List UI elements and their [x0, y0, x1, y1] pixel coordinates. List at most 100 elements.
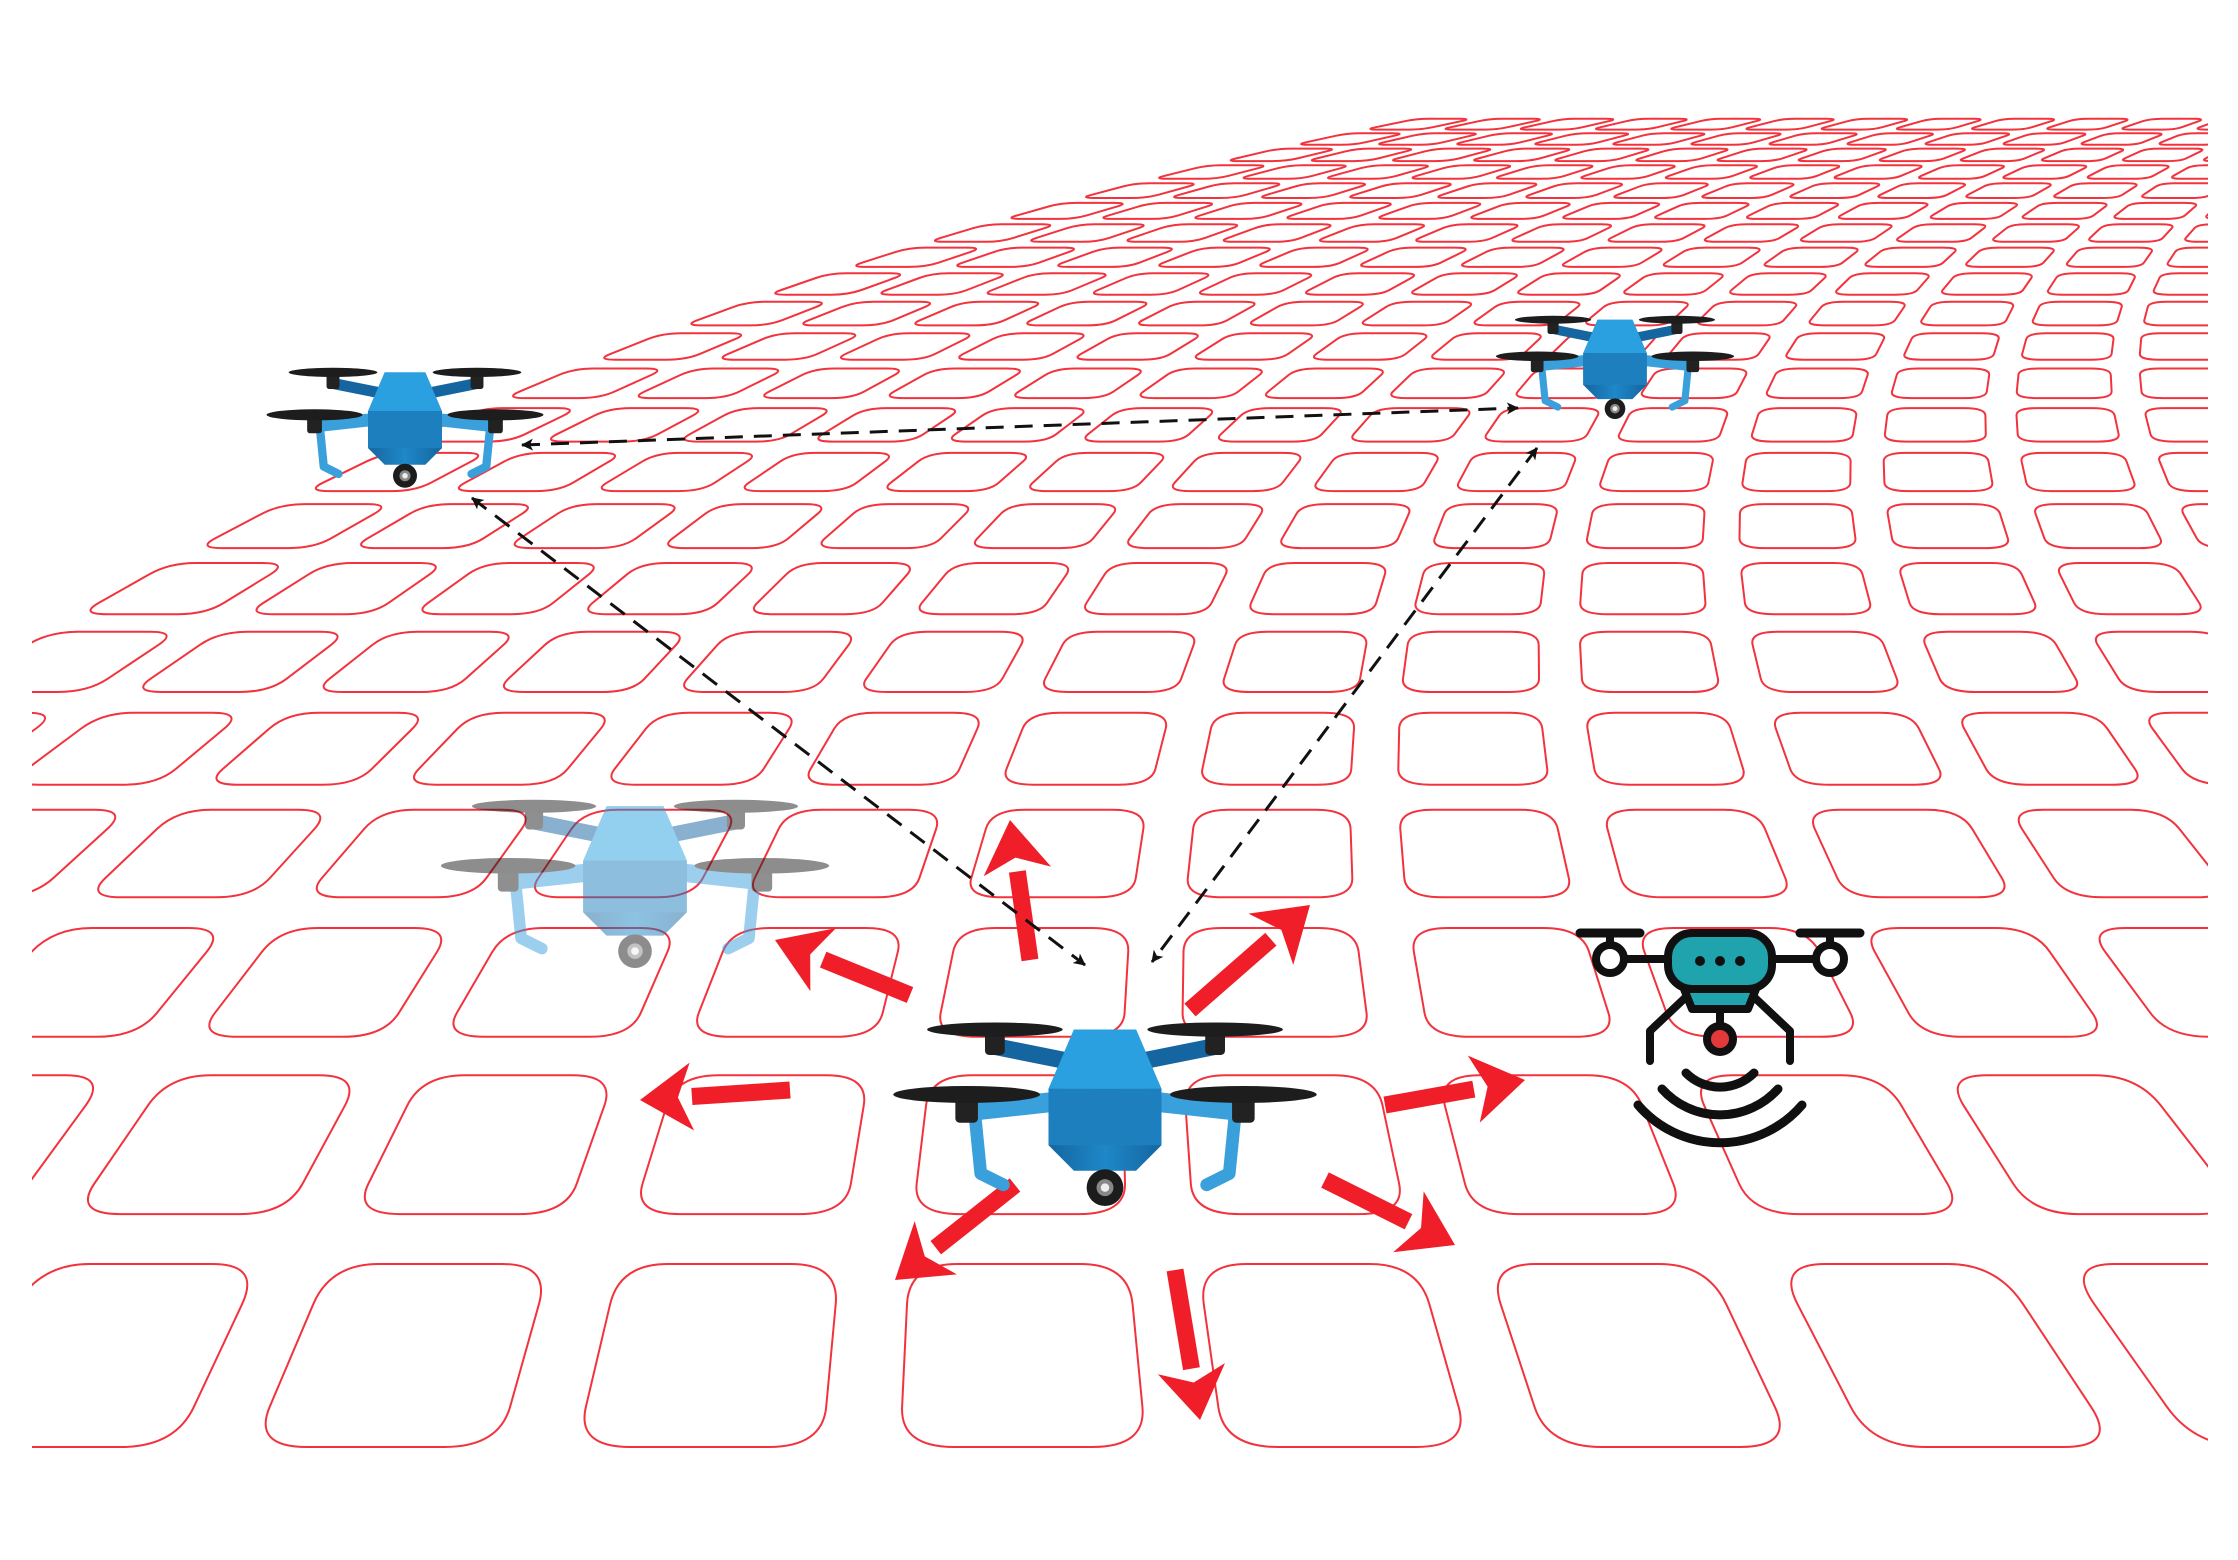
- city-block: [1883, 407, 1987, 443]
- city-block: [1327, 164, 1429, 180]
- city-block: [1716, 147, 1808, 163]
- city-block: [1763, 246, 1859, 268]
- city-block: [1265, 367, 1384, 400]
- city-block: [1729, 272, 1827, 296]
- city-block: [1201, 711, 1356, 786]
- city-block: [1397, 711, 1549, 786]
- city-block: [886, 451, 1028, 493]
- city-block: [1923, 630, 2079, 693]
- city-block: [1882, 451, 1994, 493]
- city-block: [1399, 808, 1571, 899]
- city-block: [1004, 711, 1168, 786]
- city-block: [1586, 503, 1706, 550]
- arrow-icon: [1184, 905, 1310, 1017]
- city-block: [1561, 246, 1663, 268]
- sensor-drone-wireless-icon: [1580, 933, 1860, 1143]
- communication-links: [471, 402, 1539, 967]
- city-block: [2034, 503, 2163, 550]
- city-block: [1745, 117, 1835, 131]
- city-block: [1158, 246, 1271, 268]
- city-block: [1812, 808, 2006, 899]
- city-block: [1790, 1263, 2101, 1448]
- city-block: [1765, 367, 1869, 400]
- city-block: [1217, 407, 1342, 443]
- city-block: [1585, 300, 1689, 327]
- city-block: [363, 1074, 608, 1216]
- city-block: [2144, 407, 2238, 443]
- city-block: [503, 630, 681, 693]
- city-block: [1696, 300, 1798, 327]
- city-block: [1899, 562, 2037, 616]
- city-block: [986, 272, 1107, 296]
- city-block: [855, 246, 977, 268]
- city-block: [1202, 1263, 1462, 1448]
- city-block: [1586, 711, 1745, 786]
- city-block: [255, 562, 437, 616]
- city-block: [1525, 182, 1624, 199]
- city-block: [1242, 164, 1347, 180]
- city-block: [2065, 246, 2153, 268]
- city-block: [1198, 272, 1313, 296]
- city-block: [2152, 272, 2238, 296]
- city-block: [1895, 117, 1982, 131]
- city-block: [1664, 164, 1758, 180]
- city-block: [1959, 147, 2046, 163]
- city-block: [1029, 451, 1165, 493]
- city-block: [807, 711, 980, 786]
- quadcopter-drone-icon: [1496, 316, 1734, 419]
- city-block: [603, 332, 742, 361]
- city-block: [1773, 711, 1942, 786]
- city-block: [1026, 300, 1148, 327]
- city-block: [1670, 117, 1762, 131]
- city-block: [2053, 182, 2138, 199]
- city-block: [1186, 808, 1354, 899]
- city-block: [1473, 147, 1571, 163]
- arrow-icon: [775, 928, 914, 1003]
- city-block: [2021, 332, 2115, 361]
- city-block: [1361, 300, 1473, 327]
- city-block: [1318, 223, 1426, 243]
- city-block: [1654, 201, 1750, 220]
- city-block: [1870, 927, 2098, 1038]
- city-block: [86, 1074, 351, 1216]
- city-block: [1617, 407, 1729, 443]
- city-block: [817, 407, 957, 443]
- city-block: [1690, 132, 1782, 146]
- city-block: [774, 272, 902, 296]
- city-block: [1194, 332, 1313, 361]
- city-block: [583, 1263, 837, 1448]
- city-block: [1437, 182, 1538, 199]
- city-block: [1961, 711, 2139, 786]
- city-block: [1835, 272, 1930, 296]
- city-block: [1286, 201, 1392, 220]
- city-block: [1126, 223, 1239, 243]
- city-block: [1470, 201, 1571, 220]
- city-block: [1820, 117, 1909, 131]
- city-block: [1030, 223, 1145, 243]
- city-block: [1194, 201, 1303, 220]
- city-block: [2015, 367, 2113, 400]
- city-block: [934, 223, 1052, 243]
- city-block: [880, 272, 1004, 296]
- city-block: [1127, 503, 1264, 550]
- city-block: [820, 503, 970, 550]
- city-block: [1580, 164, 1676, 180]
- city-block: [1390, 367, 1505, 400]
- city-block: [0, 711, 46, 756]
- city-block: [2031, 300, 2123, 327]
- city-block: [1313, 332, 1428, 361]
- city-block: [1484, 407, 1600, 443]
- city-block: [1738, 503, 1857, 550]
- city-block: [1401, 630, 1541, 693]
- city-block: [1662, 246, 1761, 268]
- arrow-icon: [640, 1062, 791, 1131]
- city-block: [1014, 367, 1142, 400]
- city-block: [1259, 246, 1369, 268]
- city-block: [1808, 300, 1906, 327]
- city-block: [888, 367, 1021, 400]
- double-headed-dashed-arrow-icon: [1150, 447, 1539, 963]
- city-block: [1496, 1263, 1781, 1448]
- city-block: [610, 711, 793, 786]
